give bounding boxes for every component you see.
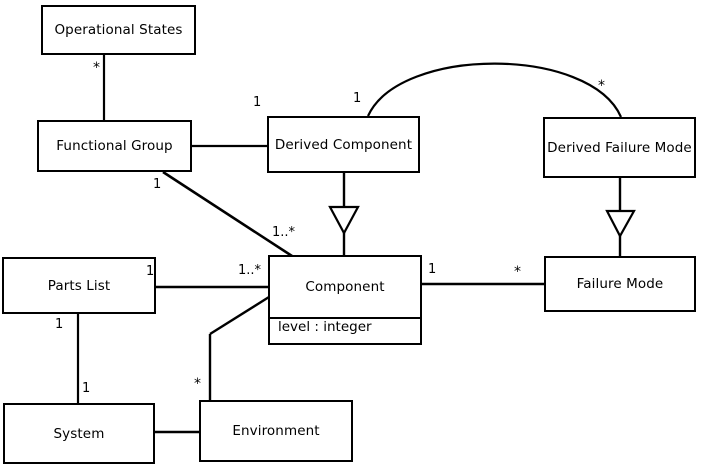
multiplicity-environment-component: * — [194, 376, 201, 392]
class-box-derived-failure-mode[interactable]: Derived Failure Mode — [543, 117, 696, 178]
multiplicity-functional-group-component-source: 1 — [153, 177, 162, 192]
class-box-component[interactable]: Component level : integer — [268, 255, 422, 345]
class-name-system: System — [53, 425, 105, 442]
class-name-derived-component: Derived Component — [274, 136, 413, 153]
class-box-derived-component[interactable]: Derived Component — [267, 116, 420, 173]
multiplicity-arc-derived-component: 1 — [353, 91, 362, 106]
edge-derived-component-derived-failure-mode — [367, 62, 623, 118]
class-box-operational-states[interactable]: Operational States — [41, 5, 196, 55]
class-name-failure-mode: Failure Mode — [576, 276, 664, 292]
multiplicity-parts-list-system-target: 1 — [82, 381, 91, 396]
class-box-functional-group[interactable]: Functional Group — [37, 120, 192, 172]
class-name-functional-group: Functional Group — [56, 138, 173, 154]
multiplicity-functional-group-derived-component: 1 — [253, 95, 262, 110]
multiplicity-operational-states: * — [93, 60, 100, 76]
class-box-parts-list[interactable]: Parts List — [2, 257, 156, 314]
multiplicity-parts-list-component-source: 1 — [146, 264, 155, 279]
multiplicity-parts-list-component-target: 1..* — [238, 263, 262, 278]
class-name-derived-failure-mode: Derived Failure Mode — [547, 139, 692, 156]
class-box-failure-mode[interactable]: Failure Mode — [544, 256, 696, 312]
class-name-environment: Environment — [232, 423, 320, 439]
multiplicity-parts-list-system-source: 1 — [55, 317, 64, 332]
multiplicity-component-failure-mode-source: 1 — [428, 262, 437, 277]
class-box-system[interactable]: System — [3, 403, 155, 464]
multiplicity-component-failure-mode-target: * — [514, 264, 521, 280]
edge-functional-group-component — [162, 170, 293, 258]
edge-environment-component-diagonal — [209, 295, 270, 336]
class-box-environment[interactable]: Environment — [199, 400, 353, 462]
generalization-triangle-failure-mode — [605, 209, 636, 239]
multiplicity-arc-derived-failure-mode: * — [598, 78, 605, 94]
class-name-operational-states: Operational States — [54, 22, 183, 38]
multiplicity-functional-group-component-target: 1..* — [272, 225, 296, 240]
class-name-parts-list: Parts List — [47, 277, 111, 294]
class-name-component: Component — [305, 279, 385, 295]
class-attribute-component-level: level : integer — [270, 317, 420, 335]
generalization-triangle-component — [328, 205, 360, 236]
